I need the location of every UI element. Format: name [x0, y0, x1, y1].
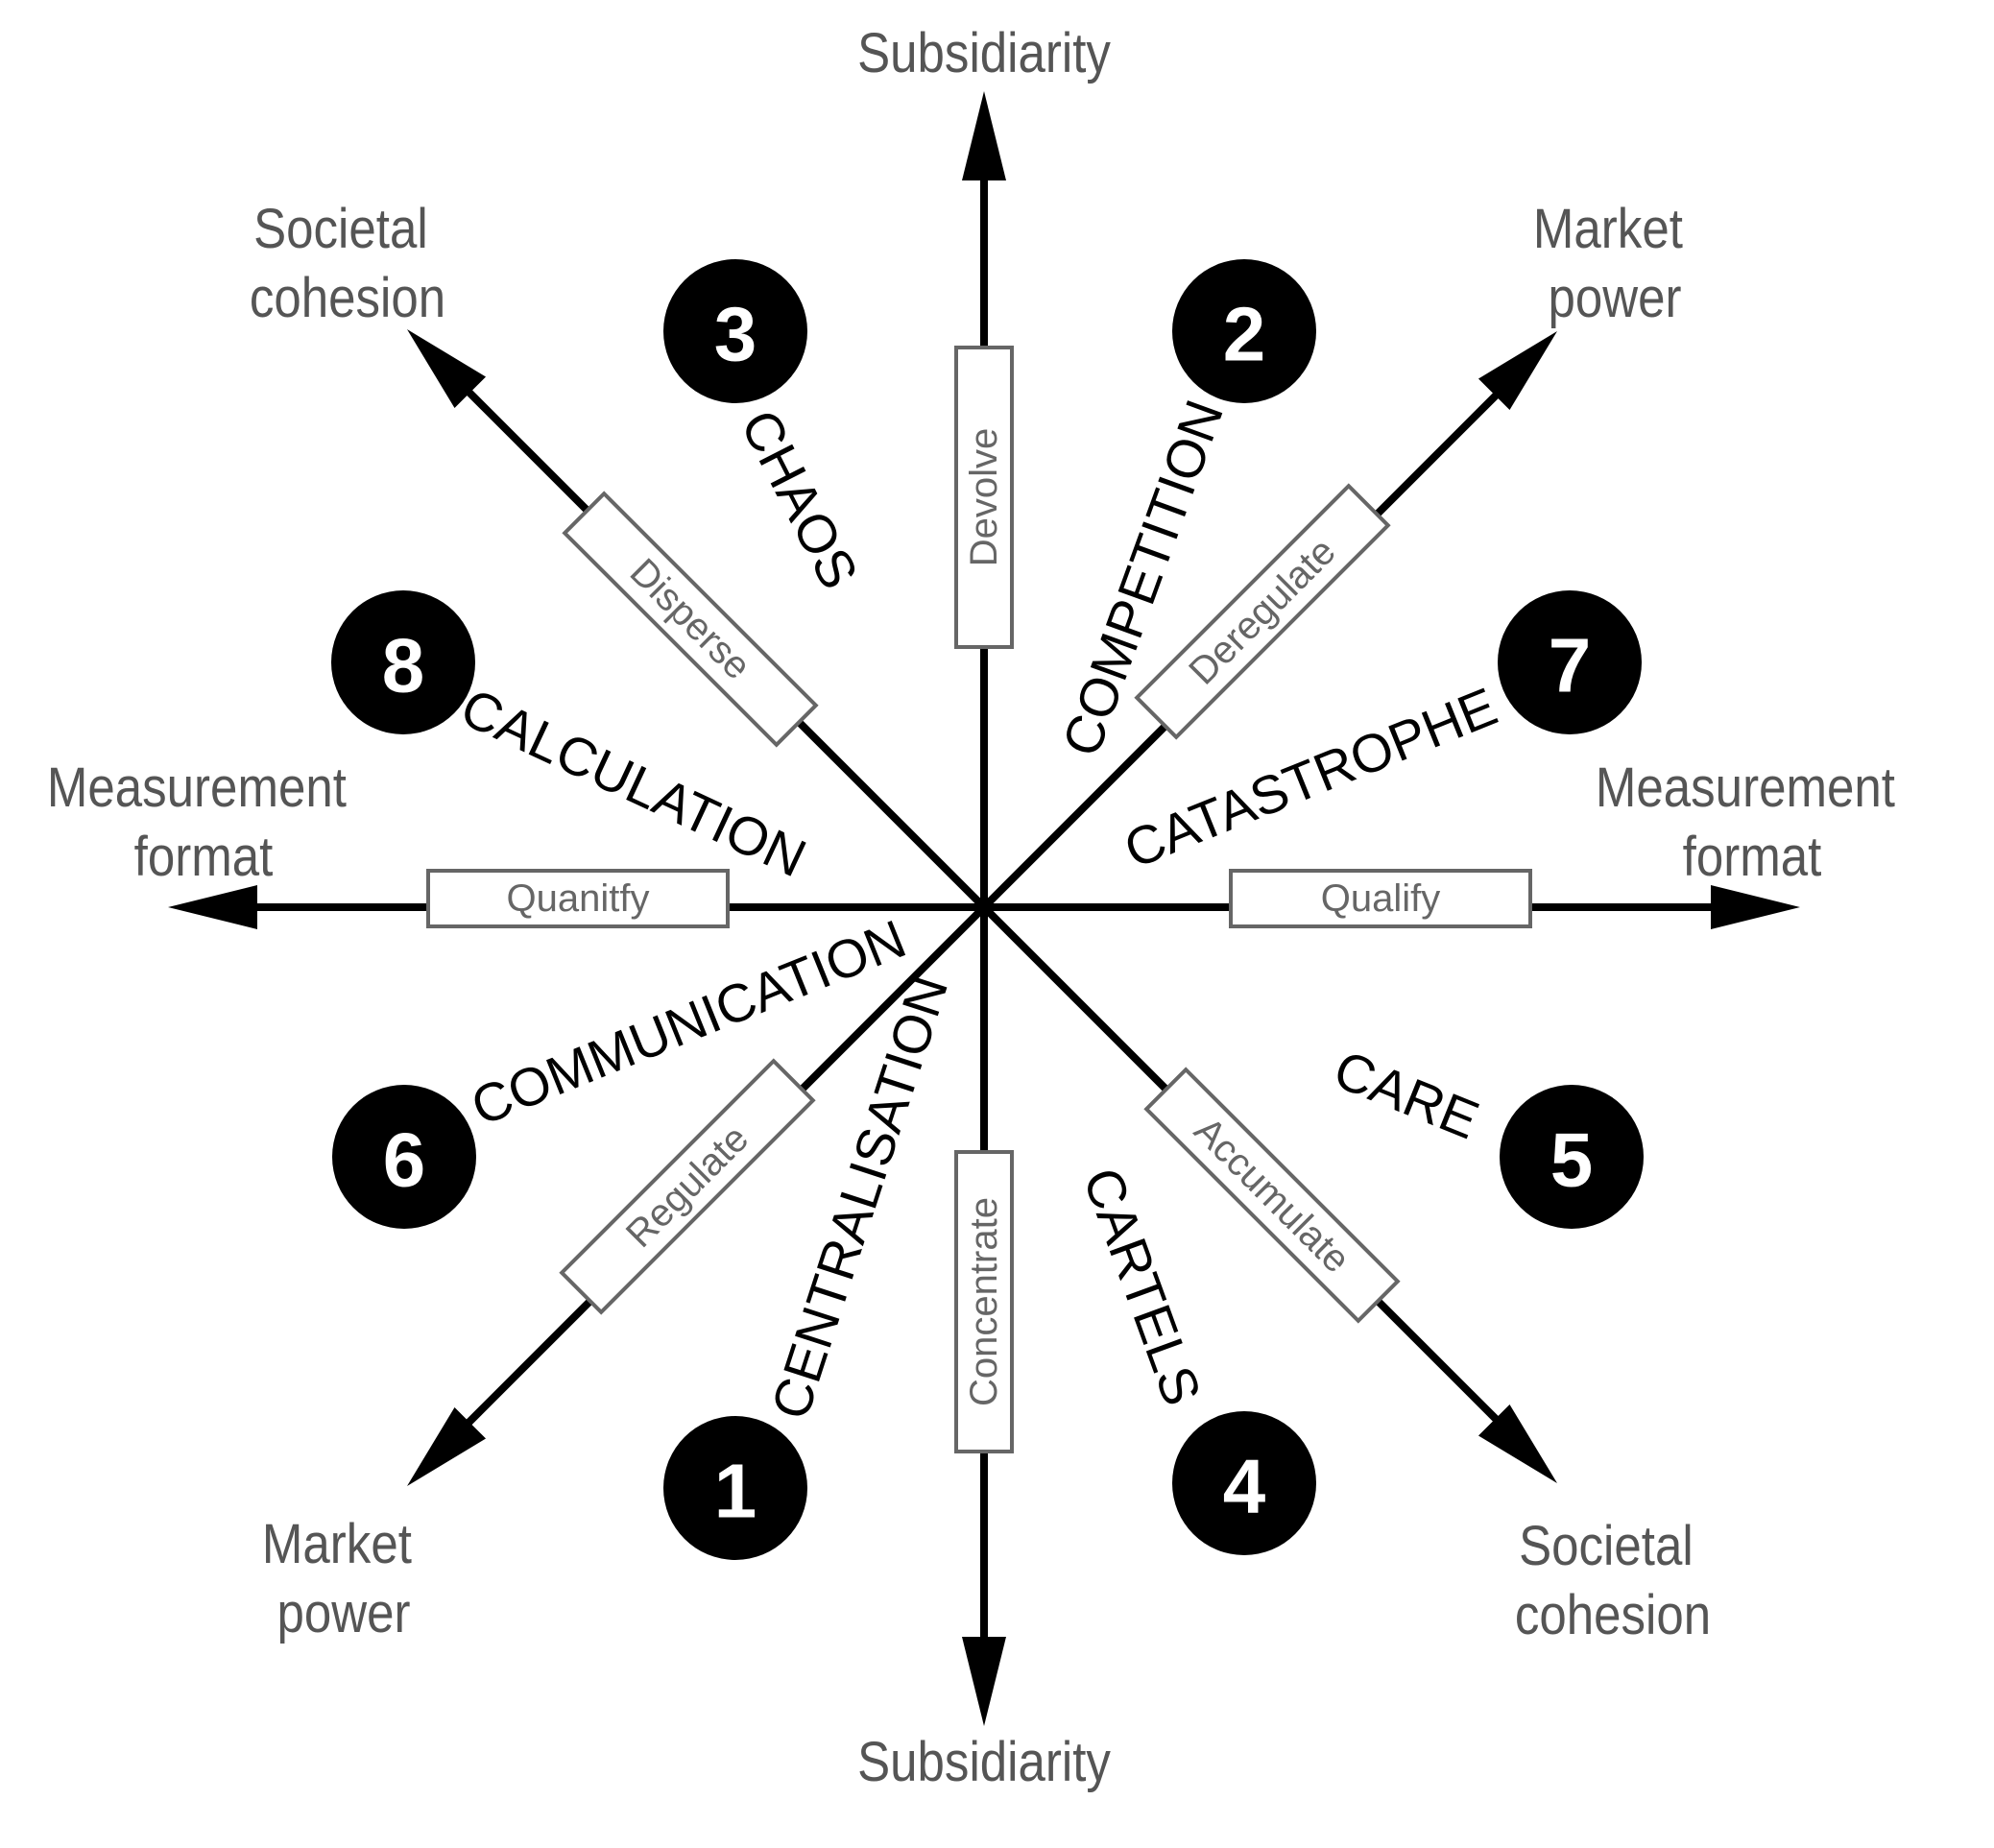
scenario-number-6: 6	[383, 1117, 426, 1203]
axis-label-left: Measurement format	[47, 756, 360, 888]
scenario-7: 7	[1498, 590, 1642, 734]
scenario-8: 8	[331, 590, 475, 734]
arrow-down-icon	[962, 1637, 1006, 1726]
axis-label-top-left: Societal cohesion	[250, 198, 445, 329]
scenario-6: 6	[332, 1085, 476, 1229]
action-box-regulate: Regulate	[559, 1058, 816, 1315]
arrow-top-right-icon	[1477, 331, 1557, 411]
arrow-bottom-left-icon	[407, 1406, 487, 1486]
action-box-devolve: Devolve	[954, 346, 1014, 649]
arrow-top-left-icon	[407, 329, 487, 409]
scenario-2: 2	[1172, 259, 1316, 403]
scenario-1: 1	[663, 1416, 807, 1560]
axis-label-top-right: Market power	[1533, 198, 1696, 329]
action-box-concentrate: Concentrate	[954, 1150, 1014, 1453]
arrow-up-icon	[962, 91, 1006, 180]
scenario-name-chaos: CHAOS	[730, 400, 871, 598]
action-label-quantify: Quanitfy	[507, 877, 650, 920]
axis-label-right: Measurement format	[1596, 756, 1909, 888]
scenario-name-communication: COMMUNICATION	[463, 908, 914, 1138]
scenario-number-8: 8	[382, 623, 425, 708]
axis-label-top: Subsidiarity	[857, 22, 1111, 84]
scenario-number-2: 2	[1223, 292, 1266, 377]
scenario-3: 3	[663, 259, 807, 403]
arrow-left-icon	[168, 885, 257, 929]
action-label-deregulate: Deregulate	[1181, 530, 1343, 692]
action-box-quantify: Quanitfy	[426, 869, 730, 928]
scenario-name-care: CARE	[1326, 1039, 1487, 1151]
arrow-bottom-right-icon	[1477, 1404, 1557, 1483]
action-box-qualify: Qualify	[1229, 869, 1532, 928]
action-label-devolve: Devolve	[963, 428, 1005, 567]
arrow-right-icon	[1711, 885, 1800, 929]
action-label-qualify: Qualify	[1321, 877, 1441, 920]
scenario-number-3: 3	[714, 292, 757, 377]
action-label-accumulate: Accumulate	[1187, 1110, 1358, 1282]
action-box-disperse: Disperse	[562, 491, 819, 748]
scenario-4: 4	[1172, 1411, 1316, 1555]
axis-label-bottom-right: Societal cohesion	[1515, 1515, 1711, 1646]
scenario-number-4: 4	[1223, 1444, 1266, 1529]
axis-label-bottom: Subsidiarity	[857, 1731, 1111, 1793]
scenario-5: 5	[1500, 1085, 1644, 1229]
action-label-disperse: Disperse	[622, 551, 759, 688]
scenario-name-cartels: CARTELS	[1071, 1160, 1213, 1412]
axis-label-bottom-left: Market power	[262, 1513, 425, 1644]
scenario-number-7: 7	[1549, 623, 1592, 708]
scenario-number-1: 1	[714, 1449, 757, 1534]
scenario-number-5: 5	[1550, 1117, 1594, 1203]
action-label-concentrate: Concentrate	[963, 1197, 1005, 1406]
action-label-regulate: Regulate	[618, 1117, 757, 1256]
